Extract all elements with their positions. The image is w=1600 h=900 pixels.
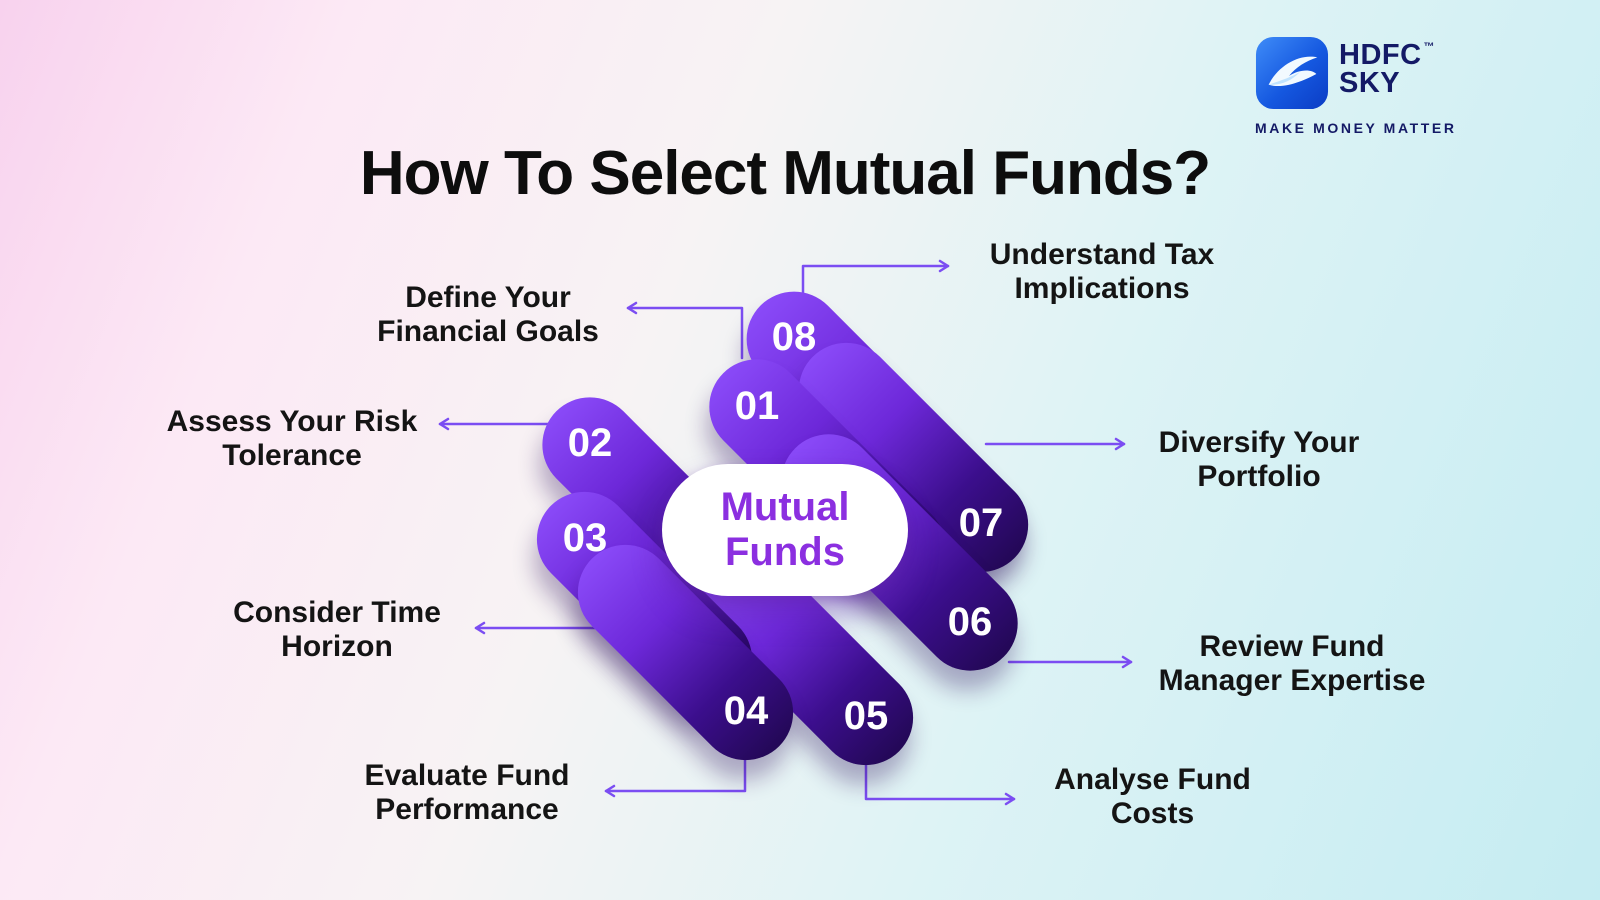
center-pill: Mutual Funds — [662, 464, 908, 596]
step-label-02: Assess Your Risk Tolerance — [166, 405, 418, 472]
step-number-04: 04 — [723, 689, 769, 733]
brand-tagline: MAKE MONEY MATTER — [1255, 120, 1457, 136]
step-label-06: Review Fund Manager Expertise — [1158, 630, 1426, 697]
step-label-03: Consider Time Horizon — [233, 596, 441, 663]
arrow-step-05 — [864, 759, 1016, 806]
page-title: How To Select Mutual Funds? — [359, 139, 1211, 208]
step-number-03: 03 — [562, 516, 608, 560]
step-label-01: Define Your Financial Goals — [377, 281, 599, 348]
step-label-05: Analyse Fund Costs — [1054, 763, 1251, 830]
step-label-04: Evaluate Fund Performance — [364, 759, 570, 826]
trademark-icon: ™ — [1423, 41, 1436, 53]
arrow-step-08 — [801, 259, 950, 299]
brand-icon — [1255, 36, 1329, 110]
brand-name-sky: SKY — [1339, 66, 1401, 99]
step-label-08: Understand Tax Implications — [989, 238, 1215, 305]
step-number-06: 06 — [947, 600, 993, 644]
step-number-01: 01 — [734, 384, 780, 428]
arrow-step-04 — [604, 754, 747, 798]
arrow-step-01 — [626, 301, 744, 360]
brand-name-hdfc: HDFC — [1339, 39, 1422, 71]
step-number-02: 02 — [567, 421, 613, 465]
step-number-07: 07 — [958, 501, 1004, 545]
step-label-07: Diversify Your Portfolio — [1158, 426, 1360, 493]
center-label: Mutual Funds — [720, 485, 850, 574]
step-number-08: 08 — [771, 315, 817, 359]
step-number-05: 05 — [843, 694, 889, 738]
